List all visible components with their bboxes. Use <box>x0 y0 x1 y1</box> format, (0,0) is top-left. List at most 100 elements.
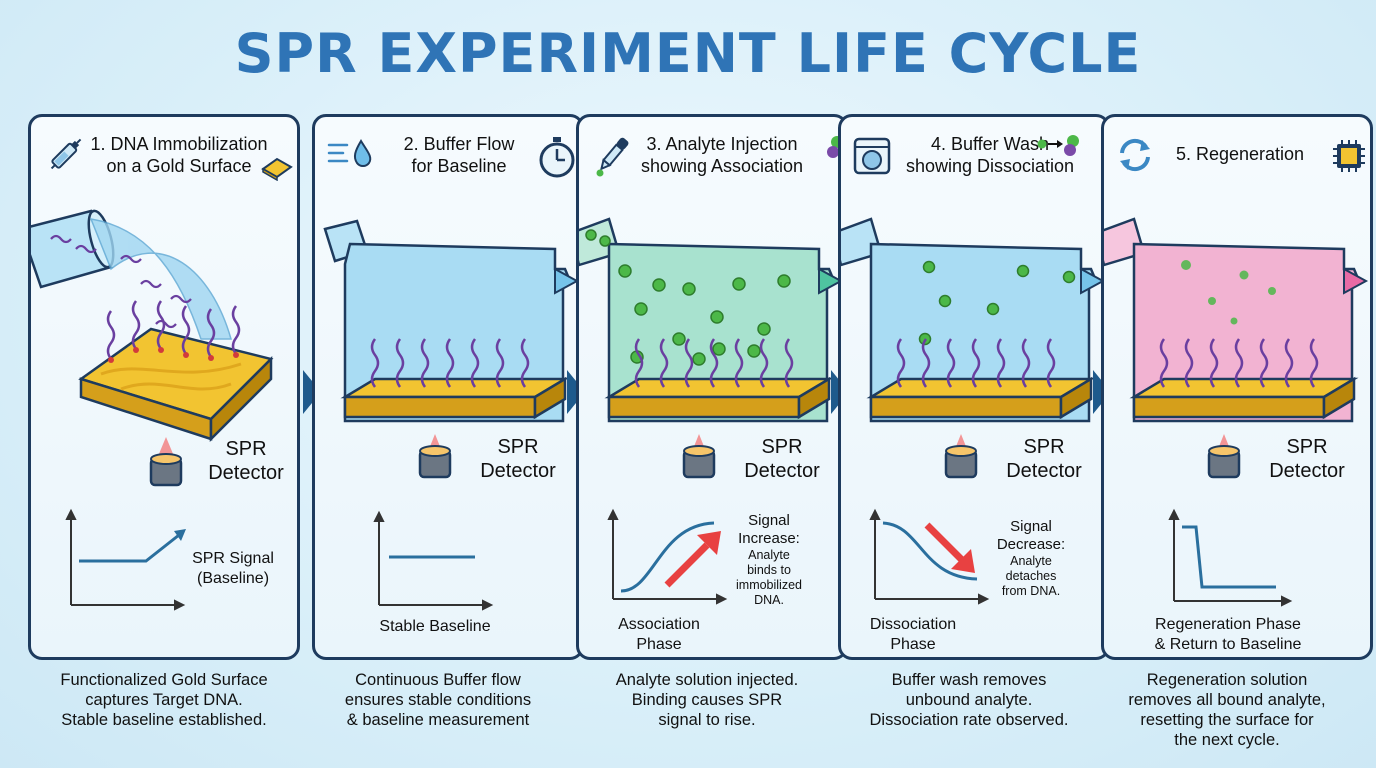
refresh-cycle-icon <box>1116 137 1154 173</box>
note-line5: from DNA. <box>1002 584 1060 598</box>
caption-line: Regeneration solution <box>1082 670 1372 690</box>
decrease-arrow-icon <box>927 525 975 573</box>
panel-header: 4. Buffer Wash showing Dissociation <box>841 117 1107 189</box>
step-title-line2: for Baseline <box>375 155 543 177</box>
caption-line: Buffer wash removes <box>824 670 1114 690</box>
gold-surface <box>871 379 1091 417</box>
caption-line: ensures stable conditions <box>293 690 583 710</box>
detector-label-line1: SPR <box>1286 436 1327 458</box>
caption-line: Dissociation rate observed. <box>824 710 1114 730</box>
caption-line: resetting the surface for <box>1082 710 1372 730</box>
note-line5: immobilized <box>736 578 802 592</box>
caption-step-5: Regeneration solution removes all bound … <box>1082 670 1372 750</box>
step-title-line1: 5. Regeneration <box>1154 143 1326 165</box>
panel-step-4: 4. Buffer Wash showing Dissociation <box>838 114 1110 660</box>
panel-header: 1. DNA Immobilization on a Gold Surface <box>31 117 297 189</box>
step-title-line2: showing Dissociation <box>887 155 1093 177</box>
gold-chip-icon <box>259 155 295 181</box>
note-line2: Increase: <box>738 530 800 547</box>
detector-label-line2: Detector <box>480 460 556 482</box>
detector-label-line1: SPR <box>761 436 802 458</box>
graph-label-line2: (Baseline) <box>197 570 269 587</box>
stopwatch-icon <box>537 135 577 179</box>
panel-header: 2. Buffer Flow for Baseline <box>315 117 581 189</box>
caption-line: Continuous Buffer flow <box>293 670 583 690</box>
caption-line: signal to rise. <box>562 710 852 730</box>
caption-step-4: Buffer wash removes unbound analyte. Dis… <box>824 670 1114 730</box>
graph-label-line2: Phase <box>890 636 935 653</box>
step-title-line2: showing Association <box>627 155 817 177</box>
panel-step-3: 3. Analyte Injection showing Association <box>576 114 848 660</box>
graph-label-line1: Stable Baseline <box>379 618 490 635</box>
signal-graph: Regeneration Phase & Return to Baseline <box>1104 495 1373 655</box>
note-line6: DNA. <box>754 593 784 607</box>
chip-icon <box>1332 139 1366 173</box>
caption-step-3: Analyte solution injected. Binding cause… <box>562 670 852 730</box>
spr-detector-icon <box>684 446 714 477</box>
caption-line: Functionalized Gold Surface <box>19 670 309 690</box>
step-title-line1: 1. DNA Immobilization <box>81 133 277 155</box>
gold-surface <box>1134 379 1354 417</box>
graph-label-line1: SPR Signal <box>192 550 274 567</box>
note-line1: Signal <box>748 512 790 529</box>
dissociation-arrow-icon <box>1037 133 1081 157</box>
note-line4: detaches <box>1006 569 1057 583</box>
caption-line: removes all bound analyte, <box>1082 690 1372 710</box>
signal-curve <box>79 535 179 561</box>
caption-line: & baseline measurement <box>293 710 583 730</box>
caption-line: Binding causes SPR <box>562 690 852 710</box>
detector-label-line2: Detector <box>208 462 284 484</box>
panel-step-5: 5. Regeneration <box>1101 114 1373 660</box>
spr-detector-icon <box>1209 446 1239 477</box>
page-title: SPR EXPERIMENT LIFE CYCLE <box>0 22 1376 85</box>
graph-label-line2: Phase <box>636 636 681 653</box>
signal-curve <box>1182 527 1276 587</box>
caption-line: the next cycle. <box>1082 730 1372 750</box>
panel-step-1: 1. DNA Immobilization on a Gold Surface <box>28 114 300 660</box>
gold-surface <box>345 379 565 417</box>
analyte-injection-illustration: SPR Detector <box>579 189 848 489</box>
graph-label-line1: Regeneration Phase <box>1155 616 1301 633</box>
signal-graph: Association Phase Signal Increase: Analy… <box>579 495 848 655</box>
step-title-line1: 2. Buffer Flow <box>375 133 543 155</box>
step-title-line2: on a Gold Surface <box>81 155 277 177</box>
spr-detector-icon <box>946 446 976 477</box>
signal-graph: Dissociation Phase Signal Decrease: Anal… <box>841 495 1110 655</box>
graph-label-line1: Dissociation <box>870 616 956 633</box>
detector-label-line1: SPR <box>225 438 266 460</box>
caption-line: captures Target DNA. <box>19 690 309 710</box>
flow-droplet-icon <box>327 135 373 175</box>
spr-detector-icon <box>420 446 450 477</box>
caption-line: Analyte solution injected. <box>562 670 852 690</box>
caption-line: Stable baseline established. <box>19 710 309 730</box>
gold-surface <box>609 379 829 417</box>
buffer-wash-illustration: SPR Detector <box>841 189 1110 489</box>
immobilization-illustration: SPR Detector <box>31 189 300 489</box>
regeneration-illustration: SPR Detector <box>1104 189 1373 489</box>
signal-graph: Stable Baseline <box>315 495 584 655</box>
pouring-tube <box>31 208 231 339</box>
step-title-line1: 3. Analyte Injection <box>627 133 817 155</box>
detector-label-line1: SPR <box>1023 436 1064 458</box>
detector-label-line2: Detector <box>1269 460 1345 482</box>
panel-step-2: 2. Buffer Flow for Baseline <box>312 114 584 660</box>
note-line3: Analyte <box>1010 554 1052 568</box>
note-line4: binds to <box>747 563 791 577</box>
graph-label-line1: Association <box>618 616 700 633</box>
detector-label-line2: Detector <box>1006 460 1082 482</box>
detector-label-line2: Detector <box>744 460 820 482</box>
spr-detector-icon <box>151 454 181 485</box>
note-line1: Signal <box>1010 518 1052 535</box>
caption-line: unbound analyte. <box>824 690 1114 710</box>
panel-header: 3. Analyte Injection showing Association <box>579 117 845 189</box>
signal-graph: SPR Signal (Baseline) <box>31 495 300 655</box>
note-line2: Decrease: <box>997 536 1065 553</box>
caption-step-2: Continuous Buffer flow ensures stable co… <box>293 670 583 730</box>
note-line3: Analyte <box>748 548 790 562</box>
caption-step-1: Functionalized Gold Surface captures Tar… <box>19 670 309 730</box>
washing-machine-icon <box>853 137 891 175</box>
panel-header: 5. Regeneration <box>1104 117 1370 189</box>
buffer-flow-illustration: SPR Detector <box>315 189 584 489</box>
detector-label-line1: SPR <box>497 436 538 458</box>
graph-label-line2: & Return to Baseline <box>1155 636 1302 653</box>
